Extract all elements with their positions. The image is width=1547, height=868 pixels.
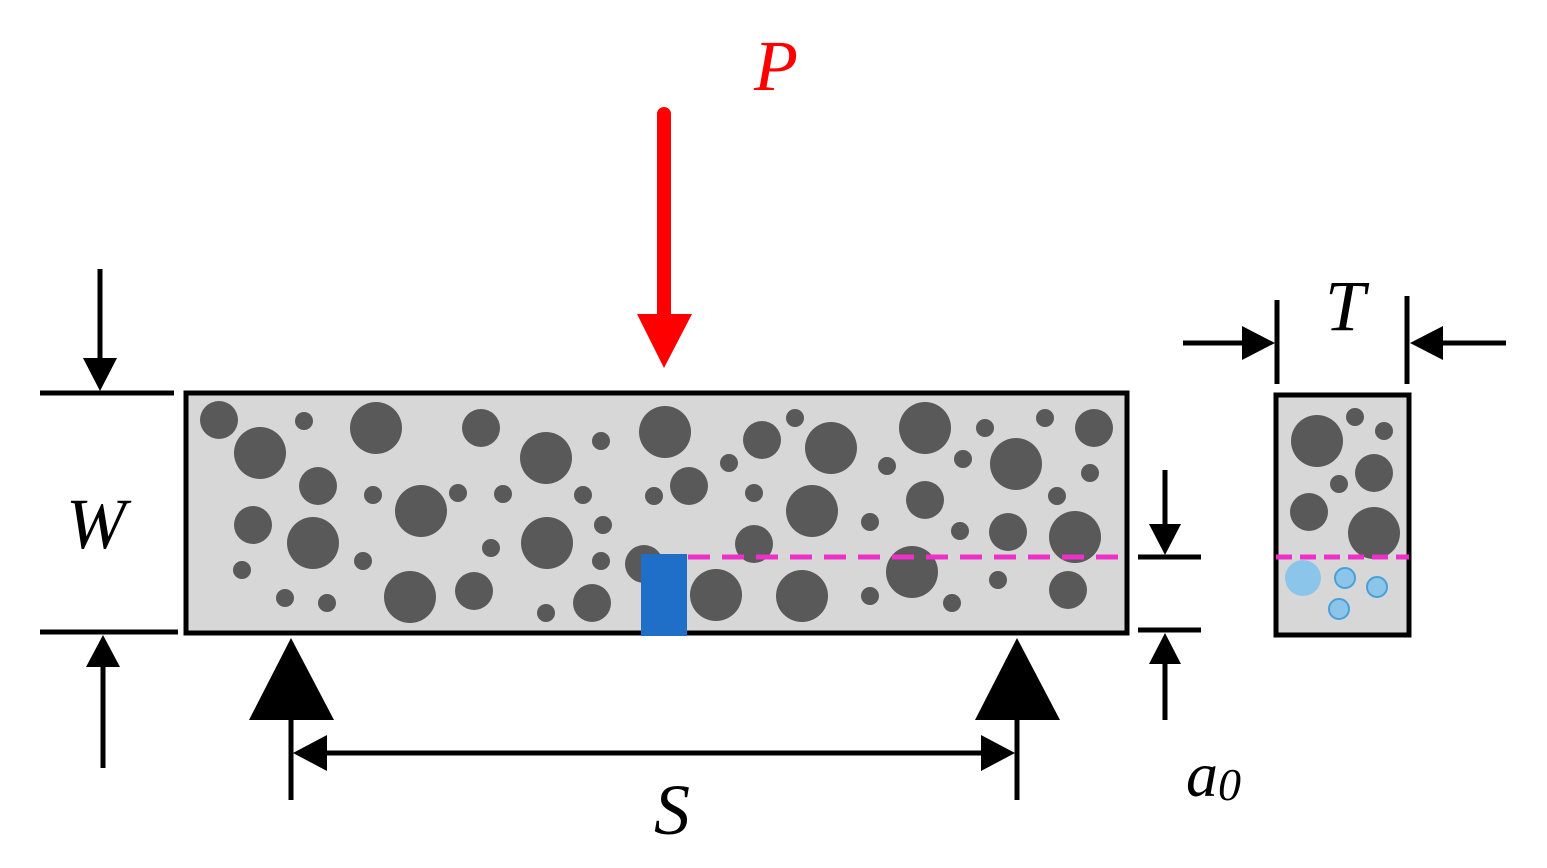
aggregate-particle	[364, 486, 382, 504]
aggregate-particle	[989, 571, 1007, 589]
aggregate-particle	[287, 517, 339, 569]
aggregate-particle	[573, 584, 611, 622]
aggregate-particle	[1075, 409, 1113, 447]
span-dimension	[288, 720, 1020, 800]
aggregate-particle	[1346, 408, 1364, 426]
aggregate-particle	[449, 484, 467, 502]
notch	[641, 554, 687, 636]
cross-section-particles	[1285, 560, 1388, 620]
cross-section-aggregates	[1290, 408, 1400, 559]
aggregate-particle	[276, 589, 294, 607]
notch-depth-dimension	[1138, 470, 1201, 720]
aggregate-particle	[989, 513, 1027, 551]
aggregate-particle	[861, 587, 879, 605]
aggregate-particle	[743, 421, 781, 459]
depth-dimension	[40, 269, 178, 768]
aggregate-particle	[537, 604, 555, 622]
left-support	[249, 638, 334, 720]
aggregate-particles	[200, 401, 1113, 623]
aggregate-particle	[574, 486, 592, 504]
aggregate-particle	[482, 539, 500, 557]
span-label: S	[654, 770, 690, 850]
aggregate-particle	[878, 457, 896, 475]
aggregate-particle	[462, 409, 500, 447]
aggregate-particle	[906, 481, 944, 519]
aggregate-particle	[1036, 409, 1054, 427]
notch-depth-label: a0	[1186, 739, 1241, 810]
aggregate-particle	[1375, 422, 1393, 440]
aggregate-particle	[976, 419, 994, 437]
thickness-label: T	[1325, 266, 1370, 346]
load-label: P	[753, 26, 798, 106]
aggregate-particle	[384, 571, 436, 623]
aggregate-particle	[690, 569, 742, 621]
load-arrow	[637, 107, 692, 368]
aggregate-particle	[786, 409, 804, 427]
aggregate-particle	[295, 412, 313, 430]
fiber-particle	[1366, 576, 1388, 598]
aggregate-particle	[735, 525, 773, 563]
aggregate-particle	[899, 402, 951, 454]
aggregate-particle	[520, 432, 572, 484]
aggregate-particle	[943, 594, 961, 612]
aggregate-particle	[1291, 415, 1343, 467]
fiber-particle	[1334, 567, 1356, 589]
aggregate-particle	[233, 561, 251, 579]
aggregate-particle	[592, 432, 610, 450]
aggregate-particle	[1348, 507, 1400, 559]
aggregate-particle	[200, 401, 238, 439]
aggregate-particle	[234, 427, 286, 479]
aggregate-particle	[1081, 464, 1099, 482]
aggregate-particle	[494, 485, 512, 503]
aggregate-particle	[594, 516, 612, 534]
aggregate-particle	[786, 485, 838, 537]
fiber-particle	[1285, 560, 1321, 596]
aggregate-particle	[745, 484, 763, 502]
aggregate-particle	[1290, 493, 1328, 531]
aggregate-particle	[1048, 487, 1066, 505]
fiber-particle	[1328, 598, 1350, 620]
aggregate-particle	[350, 402, 402, 454]
aggregate-particle	[521, 517, 573, 569]
aggregate-particle	[990, 438, 1042, 490]
aggregate-particle	[720, 454, 738, 472]
aggregate-particle	[861, 513, 879, 531]
aggregate-particle	[639, 406, 691, 458]
aggregate-particle	[1049, 511, 1101, 563]
aggregate-particle	[886, 546, 938, 598]
right-support	[975, 638, 1060, 720]
aggregate-particle	[1355, 454, 1393, 492]
aggregate-particle	[299, 467, 337, 505]
aggregate-particle	[670, 467, 708, 505]
aggregate-particle	[776, 570, 828, 622]
aggregate-particle	[1049, 571, 1087, 609]
aggregate-particle	[455, 572, 493, 610]
aggregate-particle	[1330, 475, 1348, 493]
aggregate-particle	[234, 506, 272, 544]
aggregate-particle	[805, 422, 857, 474]
aggregate-particle	[951, 522, 969, 540]
aggregate-particle	[318, 594, 336, 612]
aggregate-particle	[954, 450, 972, 468]
aggregate-particle	[354, 552, 372, 570]
aggregate-particle	[395, 485, 447, 537]
aggregate-particle	[592, 552, 610, 570]
depth-label: W	[66, 484, 132, 564]
aggregate-particle	[645, 487, 663, 505]
thickness-dimension	[1183, 296, 1506, 384]
